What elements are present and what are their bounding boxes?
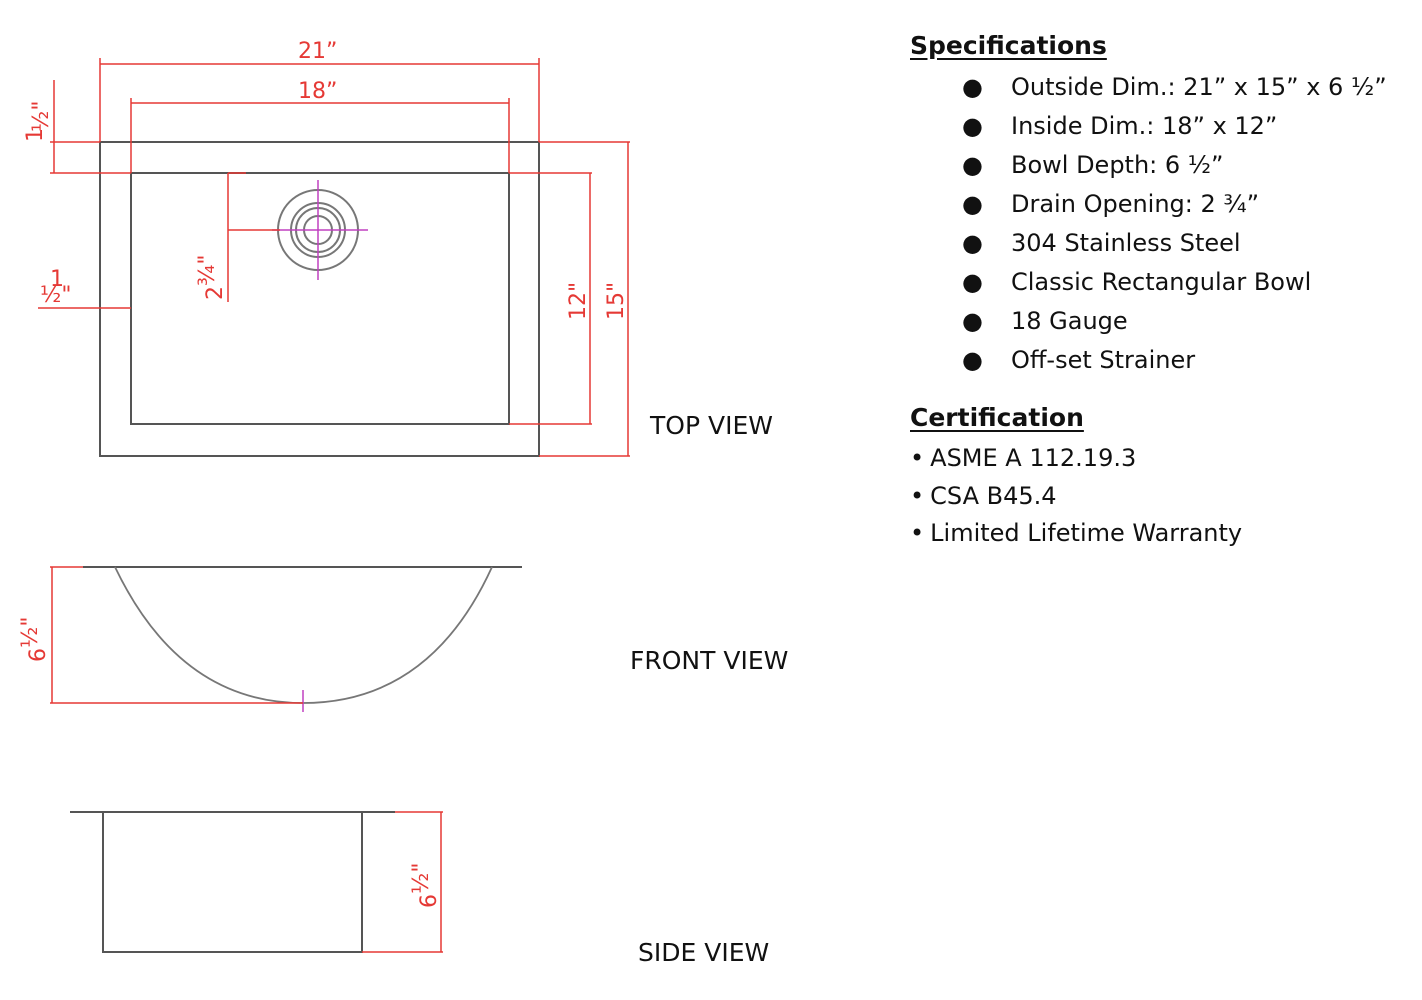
certification-title: Certification <box>910 403 1084 432</box>
side-view: 6 ½" <box>70 811 443 953</box>
spec-item-text: 18 Gauge <box>1011 307 1128 335</box>
front-depth-label-whole: 6 <box>26 648 51 662</box>
spec-item-text: 304 Stainless Steel <box>1011 229 1241 257</box>
certification-item: •Limited Lifetime Warranty <box>910 515 1410 553</box>
spec-panel: Specifications ● Outside Dim.: 21” x 15” … <box>910 30 1410 553</box>
certification-block: Certification •ASME A 112.19.3•CSA B45.4… <box>910 402 1410 553</box>
bullet-icon: • <box>910 481 925 510</box>
bullet-icon: ● <box>962 73 983 101</box>
bullet-icon: • <box>910 519 925 547</box>
spec-item-text: Classic Rectangular Bowl <box>1011 268 1312 296</box>
bullet-icon: ● <box>962 112 983 140</box>
bullet-icon: ● <box>962 190 983 218</box>
drain-offset-dimension <box>227 172 280 302</box>
bullet-icon: ● <box>962 346 983 374</box>
front-view-label: FRONT VIEW <box>630 646 789 675</box>
rim-top-label: 1 ½" <box>23 101 54 142</box>
spec-item: ● Outside Dim.: 21” x 15” x 6 ½” <box>910 68 1410 107</box>
side-depth-label-fraction: ½" <box>409 863 434 894</box>
bullet-icon: ● <box>962 229 983 257</box>
drain-offset-label: 2 ¾" <box>195 255 228 300</box>
specifications-title: Specifications <box>910 31 1107 60</box>
rim-top-dimension <box>50 80 131 174</box>
bullet-icon: ● <box>962 307 983 335</box>
outside-width-label: 21” <box>298 39 337 64</box>
certification-list: •ASME A 112.19.3•CSA B45.4•Limited Lifet… <box>910 440 1410 553</box>
side-view-label: SIDE VIEW <box>638 938 770 967</box>
drain-offset-label-whole: 2 <box>203 286 228 300</box>
outside-length-dimension <box>539 141 630 457</box>
spec-item: ● 18 Gauge <box>910 302 1410 341</box>
bullet-icon: ● <box>962 268 983 296</box>
side-depth-label: 6 ½" <box>409 863 442 908</box>
top-view-label: TOP VIEW <box>650 411 773 440</box>
drain-offset-label-fraction: ¾" <box>195 255 220 286</box>
certification-item-text: ASME A 112.19.3 <box>930 444 1137 472</box>
spec-item: ● 304 Stainless Steel <box>910 224 1410 263</box>
bullet-icon: • <box>910 444 925 472</box>
inside-width-label: 18” <box>298 79 337 104</box>
top-view-outer-rim <box>99 141 540 457</box>
spec-item: ● Classic Rectangular Bowl <box>910 263 1410 302</box>
certification-item: •CSA B45.4 <box>910 478 1410 516</box>
spec-item-text: Bowl Depth: 6 ½” <box>1011 151 1224 179</box>
front-view-bowl-curve <box>114 566 493 704</box>
certification-item-text: Limited Lifetime Warranty <box>930 519 1243 547</box>
outside-width-dimension <box>99 58 540 142</box>
spec-item: ● Bowl Depth: 6 ½” <box>910 146 1410 185</box>
rim-top-label-whole: 1 <box>23 128 48 142</box>
certification-item-text: CSA B45.4 <box>930 481 1057 510</box>
side-depth-dimension <box>362 811 443 953</box>
front-view: 6 ½" <box>18 566 522 712</box>
side-depth-label-whole: 6 <box>417 894 442 908</box>
top-view: 21” 18” 1 ½" 1 ½" <box>23 39 630 457</box>
specifications-list: ● Outside Dim.: 21” x 15” x 6 ½” ● Inside D… <box>910 68 1410 380</box>
bullet-icon: ● <box>962 151 983 179</box>
outside-length-label: 15" <box>604 282 629 320</box>
rim-top-label-fraction: ½" <box>29 101 54 132</box>
front-depth-label: 6 ½" <box>18 617 51 662</box>
rim-left-label-whole: 1 <box>50 267 64 292</box>
spec-item-text: Off-set Strainer <box>1011 346 1196 374</box>
inside-length-dimension <box>509 172 592 425</box>
side-view-bowl <box>102 811 363 953</box>
certification-item: •ASME A 112.19.3 <box>910 440 1410 478</box>
inside-width-dimension <box>130 98 510 173</box>
rim-left-label-fraction: ½" <box>40 283 71 308</box>
spec-item-text: Inside Dim.: 18” x 12” <box>1011 112 1278 140</box>
spec-item: ● Drain Opening: 2 ¾” <box>910 185 1410 224</box>
spec-item: ● Inside Dim.: 18” x 12” <box>910 107 1410 146</box>
rim-left-label: 1 ½" <box>40 267 71 308</box>
drain-strainer <box>272 180 368 280</box>
spec-item-text: Drain Opening: 2 ¾” <box>1011 190 1260 218</box>
spec-item: ● Off-set Strainer <box>910 341 1410 380</box>
front-depth-label-fraction: ½" <box>18 617 43 648</box>
top-view-inner-bowl <box>130 172 510 425</box>
inside-length-label: 12" <box>566 282 591 320</box>
front-depth-dimension <box>50 566 303 704</box>
spec-item-text: Outside Dim.: 21” x 15” x 6 ½” <box>1011 73 1387 101</box>
